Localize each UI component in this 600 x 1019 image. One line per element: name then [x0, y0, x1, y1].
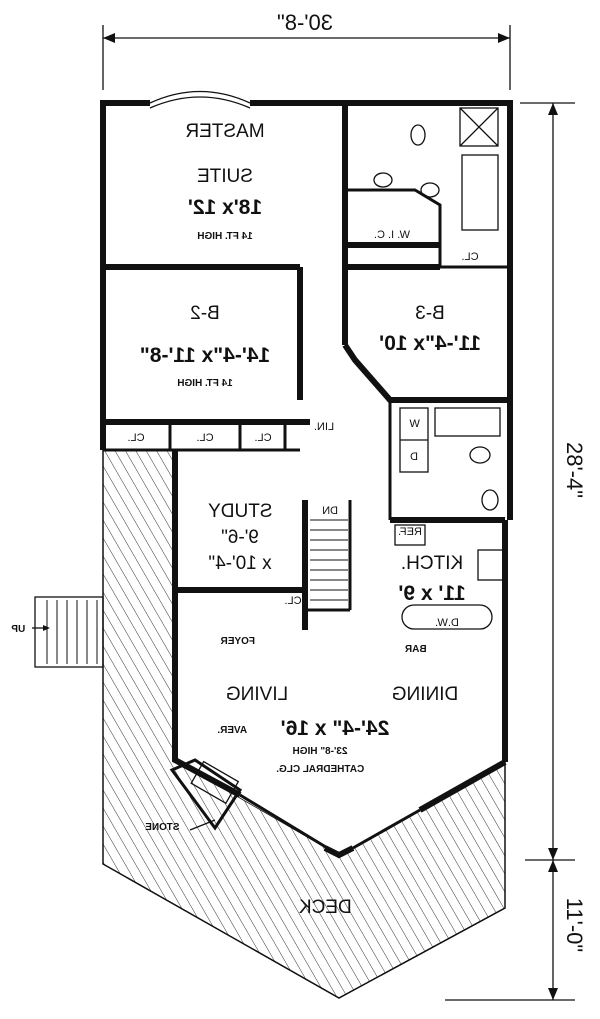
- house-depth-label: 28'-4": [562, 442, 587, 498]
- living-label: LIVING: [226, 684, 288, 705]
- interior-stairs: [310, 519, 348, 601]
- b2-height: 14 FT. HIGH: [177, 378, 233, 389]
- master-size: 18'x 12': [188, 196, 262, 219]
- interior-walls: [103, 103, 510, 630]
- ceiling-height: 23'-8" HIGH: [293, 746, 348, 757]
- width-dimension-label: 30'-8": [277, 10, 333, 35]
- ceiling-type: CATHEDRAL CLG.: [276, 764, 364, 775]
- dining-label: DINING: [392, 684, 459, 705]
- washer-label: W: [409, 418, 420, 430]
- stone-label: STONE: [145, 822, 180, 833]
- ref-label: REF.: [398, 526, 422, 538]
- dimension-right: 28'-4" 11'-0": [445, 102, 588, 1001]
- kitchen-size: 11' x 9': [398, 582, 465, 605]
- dryer-label: D: [410, 451, 418, 463]
- dishwasher-label: D.W.: [435, 617, 459, 629]
- deck-label: DECK: [299, 897, 352, 918]
- deck-depth-label: 11'-0": [562, 898, 587, 952]
- stairs-down-label: DN: [322, 505, 338, 517]
- master-label-2: SUITE: [197, 166, 253, 187]
- wic-label: W. I. C.: [374, 229, 410, 241]
- foyer-closet-label: CL.: [284, 595, 301, 607]
- b2-size: 14'-4"x 11'-8": [140, 344, 270, 367]
- closet-label: CL.: [127, 432, 144, 444]
- entry-stairs: UP: [11, 596, 104, 668]
- closet-label: CL.: [254, 432, 271, 444]
- closet-label: CL.: [196, 432, 213, 444]
- aver-label: AVER.: [217, 725, 247, 736]
- exterior-walls: [100, 90, 513, 859]
- fireplace: [169, 758, 243, 831]
- living-size: 24'-4" x 16': [281, 717, 390, 740]
- bar-label: BAR: [404, 644, 426, 655]
- b3-size: 11'-4"x 10': [379, 332, 481, 355]
- bath-closet-label: CL.: [461, 251, 478, 263]
- linen-label: LIN.: [314, 421, 334, 433]
- up-label: UP: [11, 624, 25, 635]
- dimension-top: 30'-8": [102, 8, 511, 90]
- study-label: STUDY: [208, 501, 273, 522]
- foyer-label: FOYER: [220, 636, 255, 647]
- b3-label: B-3: [415, 303, 445, 324]
- room-labels: MASTER SUITE 18'x 12' 14 FT. HIGH W. I. …: [127, 121, 480, 918]
- b2-label: B-2: [190, 303, 220, 324]
- study-size-2: x 10'-4": [208, 553, 271, 574]
- master-label-1: MASTER: [185, 121, 264, 142]
- kitchen-label: KITCH.: [401, 553, 463, 574]
- master-height: 14 FT. HIGH: [197, 231, 253, 242]
- study-size-1: 9'-6": [221, 527, 259, 548]
